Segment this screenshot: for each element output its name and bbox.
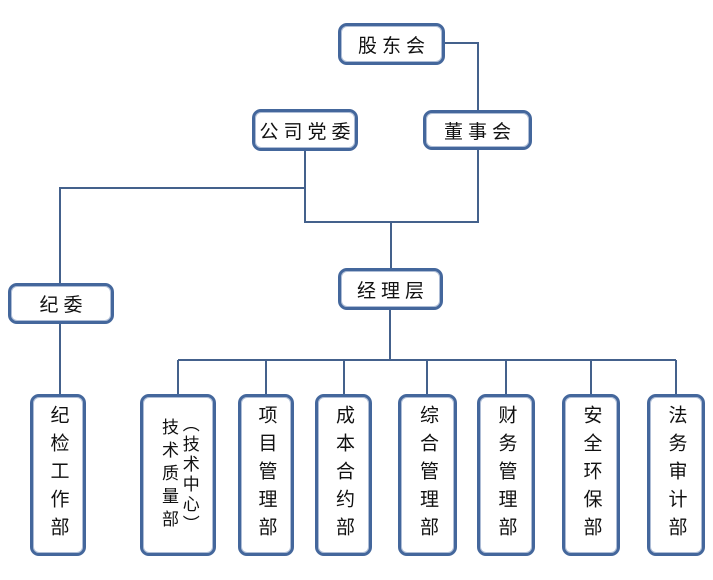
node-discipline-committee: 纪委 xyxy=(8,283,114,324)
node-management: 经理层 xyxy=(338,268,443,310)
node-dept-project-management: 项目管理部 xyxy=(238,394,294,556)
node-dept-cost-contract-label: 成本合约部 xyxy=(332,405,355,545)
node-dept-tech-quality-sublabel: （技术中心） xyxy=(178,415,199,535)
node-discipline-committee-label: 纪委 xyxy=(39,294,88,316)
node-shareholders-label: 股东会 xyxy=(357,34,430,57)
node-dept-finance-management-label: 财务管理部 xyxy=(495,405,518,545)
node-party-committee: 公司党委 xyxy=(252,109,358,151)
node-dept-legal-audit: 法务审计部 xyxy=(647,394,705,556)
node-dept-safety-environment: 安全环保部 xyxy=(562,394,620,556)
node-shareholders: 股东会 xyxy=(338,23,445,65)
node-dept-cost-contract: 成本合约部 xyxy=(315,394,372,556)
node-dept-safety-environment-label: 安全环保部 xyxy=(580,405,603,545)
node-management-label: 经理层 xyxy=(356,279,429,302)
node-dept-legal-audit-label: 法务审计部 xyxy=(665,405,688,545)
node-board: 董事会 xyxy=(423,110,532,150)
node-dept-general-management-label: 综合管理部 xyxy=(416,405,439,545)
node-dept-finance-management: 财务管理部 xyxy=(477,394,535,556)
node-dept-project-management-label: 项目管理部 xyxy=(255,405,278,545)
node-dept-discipline-work: 纪检工作部 xyxy=(30,394,86,556)
node-dept-discipline-work-label: 纪检工作部 xyxy=(47,405,70,545)
node-board-label: 董事会 xyxy=(443,120,516,143)
node-party-committee-label: 公司党委 xyxy=(259,120,356,143)
node-dept-tech-quality-label: 技术质量部 xyxy=(158,417,178,533)
node-dept-general-management: 综合管理部 xyxy=(398,394,457,556)
node-dept-tech-quality: 技术质量部 （技术中心） xyxy=(140,394,216,556)
